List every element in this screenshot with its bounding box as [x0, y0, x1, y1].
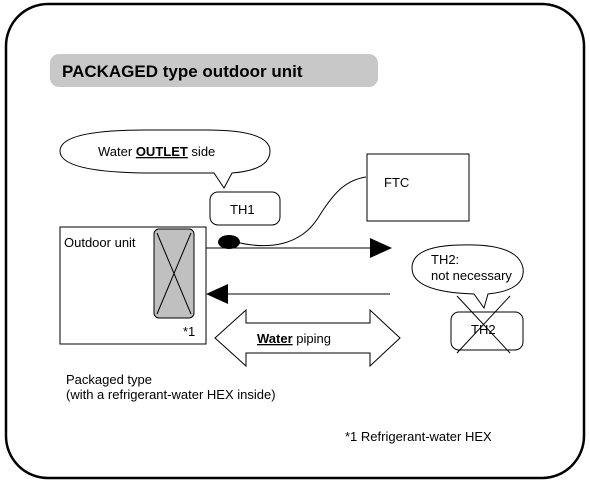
th2-bubble-line1: TH2: [431, 252, 459, 267]
outer-frame [4, 2, 586, 480]
packaged-type-line1: Packaged type [66, 372, 152, 387]
packaged-type-line2: (with a refrigerant-water HEX inside) [66, 387, 276, 402]
water-piping-label: Water piping [257, 331, 331, 346]
outlet-arrow-head [370, 238, 392, 258]
outlet-bubble-text: Water OUTLET side [98, 144, 215, 159]
title-banner [50, 54, 378, 87]
inlet-arrow-head [206, 284, 228, 304]
th2-label: TH2 [471, 322, 496, 337]
water-piping-arrow [214, 308, 401, 368]
diagram-title: PACKAGED type outdoor unit [62, 62, 303, 81]
outlet-bubble [59, 129, 271, 189]
th2-bubble-line2: not necessary [431, 268, 512, 283]
th1-sensor-point [218, 235, 240, 249]
ftc-box [366, 153, 470, 222]
footnote: *1 Refrigerant-water HEX [345, 429, 492, 444]
th2-cross-line [456, 295, 511, 354]
hex-cross-line [156, 232, 192, 315]
th2-bubble [411, 244, 524, 310]
th1-label: TH1 [230, 202, 255, 217]
ftc-label: FTC [384, 175, 409, 190]
sensor-cable [235, 176, 367, 247]
th1-sensor [209, 191, 281, 226]
outdoor-unit-label: Outdoor unit [64, 235, 136, 250]
hex-footnote-marker: *1 [183, 324, 195, 339]
